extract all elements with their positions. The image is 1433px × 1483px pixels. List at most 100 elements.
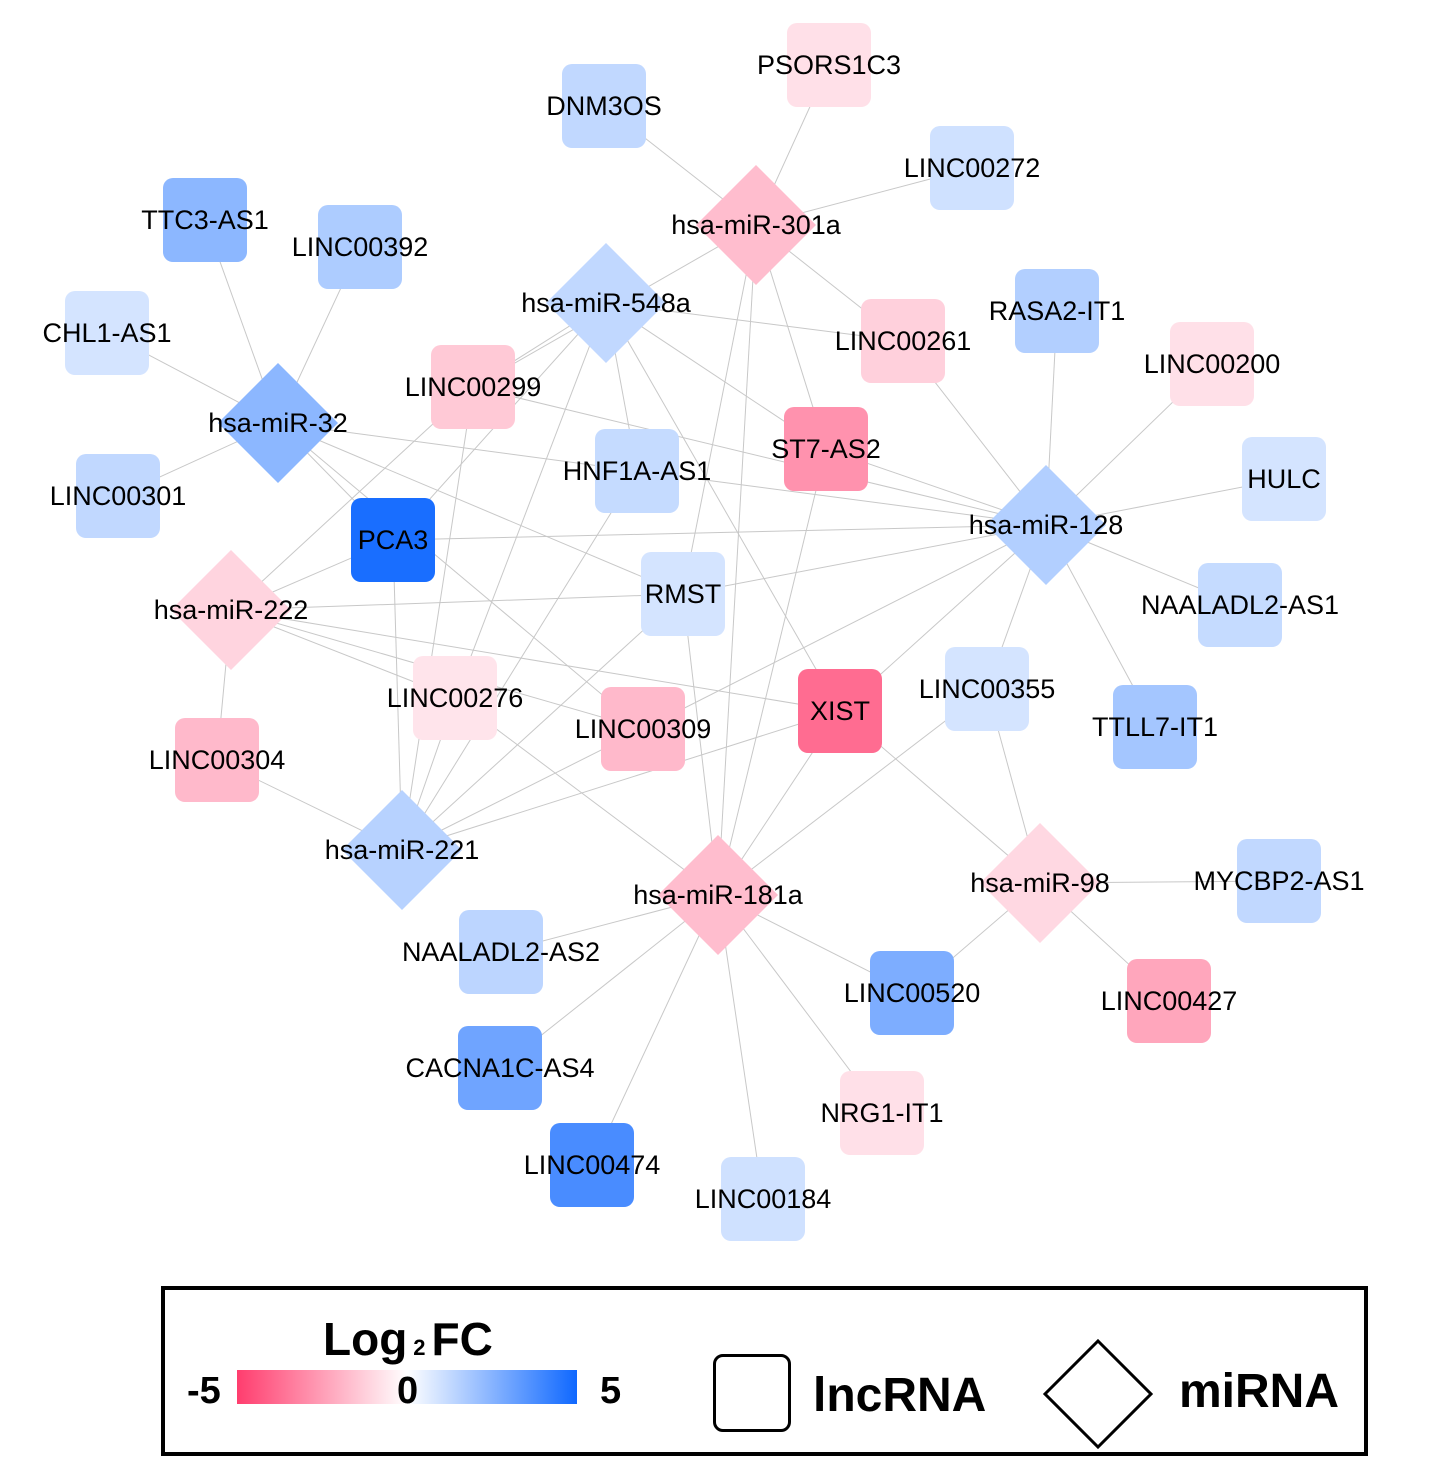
node-label: hsa-miR-221	[325, 835, 480, 865]
lncrna-shape-icon	[713, 1354, 791, 1432]
edge-hsa-miR-221-HNF1A-AS1	[401, 470, 638, 851]
lncrna-node-HULC[interactable]: HULC	[1242, 437, 1326, 521]
mirna-node-hsa-miR-222[interactable]: hsa-miR-222	[154, 550, 309, 670]
legend-lncrna-label: lncRNA	[813, 1369, 987, 1422]
lncrna-node-NAALADL2-AS2[interactable]: NAALADL2-AS2	[402, 910, 600, 994]
node-label: LINC00474	[524, 1150, 661, 1180]
node-label: LINC00520	[844, 978, 981, 1008]
mirna-diamond-shape	[342, 790, 462, 910]
lncrna-node-LINC00301[interactable]: LINC00301	[50, 454, 187, 538]
node-label: RASA2-IT1	[989, 296, 1126, 326]
lncrna-rect-shape	[431, 345, 515, 429]
lncrna-rect-shape	[601, 687, 685, 771]
lncrna-rect-shape	[595, 429, 679, 513]
node-label: TTC3-AS1	[141, 205, 269, 235]
edge-hsa-miR-128-PCA3	[392, 524, 1047, 541]
node-label: hsa-miR-222	[154, 595, 309, 625]
node-label: CHL1-AS1	[42, 318, 171, 348]
lncrna-node-LINC00200[interactable]: LINC00200	[1144, 322, 1281, 406]
node-label: CACNA1C-AS4	[405, 1053, 594, 1083]
lncrna-rect-shape	[163, 178, 247, 262]
node-label: LINC00200	[1144, 349, 1281, 379]
edge-hsa-miR-128-LINC00299	[472, 386, 1047, 526]
lncrna-rect-shape	[1242, 437, 1326, 521]
lncrna-rect-shape	[351, 498, 435, 582]
node-label: NRG1-IT1	[820, 1098, 943, 1128]
lncrna-node-LINC00299[interactable]: LINC00299	[405, 345, 542, 429]
mirna-node-hsa-miR-98[interactable]: hsa-miR-98	[970, 823, 1110, 943]
lncrna-rect-shape	[784, 407, 868, 491]
node-label: hsa-miR-128	[969, 510, 1124, 540]
mirna-node-hsa-miR-128[interactable]: hsa-miR-128	[969, 465, 1124, 585]
lncrna-rect-shape	[1170, 322, 1254, 406]
node-label: XIST	[810, 696, 870, 726]
lncrna-node-XIST[interactable]: XIST	[798, 669, 882, 753]
lncrna-node-LINC00276[interactable]: LINC00276	[387, 656, 524, 740]
node-label: HULC	[1247, 464, 1321, 494]
legend-scale-min: -5	[187, 1370, 221, 1412]
lncrna-node-LINC00309[interactable]: LINC00309	[575, 687, 712, 771]
lncrna-node-RMST[interactable]: RMST	[641, 552, 725, 636]
edge-hsa-miR-128-RMST	[682, 524, 1047, 595]
node-label: LINC00301	[50, 481, 187, 511]
lncrna-node-RASA2-IT1[interactable]: RASA2-IT1	[989, 269, 1126, 353]
lncrna-node-CHL1-AS1[interactable]: CHL1-AS1	[42, 291, 172, 375]
mirna-diamond-shape	[546, 243, 666, 363]
lncrna-rect-shape	[787, 23, 871, 107]
lncrna-node-PSORS1C3[interactable]: PSORS1C3	[757, 23, 901, 107]
lncrna-node-NAALADL2-AS1[interactable]: NAALADL2-AS1	[1141, 563, 1339, 647]
lncrna-node-TTC3-AS1[interactable]: TTC3-AS1	[141, 178, 269, 262]
lncrna-node-PCA3[interactable]: PCA3	[351, 498, 435, 582]
lncrna-rect-shape	[1237, 839, 1321, 923]
lncrna-rect-shape	[721, 1157, 805, 1241]
node-label: NAALADL2-AS1	[1141, 590, 1339, 620]
lncrna-node-LINC00520[interactable]: LINC00520	[844, 951, 981, 1035]
lncrna-node-LINC00304[interactable]: LINC00304	[149, 718, 286, 802]
node-label: RMST	[645, 579, 722, 609]
lncrna-node-MYCBP2-AS1[interactable]: MYCBP2-AS1	[1193, 839, 1365, 923]
mirna-diamond-shape	[658, 835, 778, 955]
mirna-node-hsa-miR-221[interactable]: hsa-miR-221	[325, 790, 480, 910]
lncrna-node-ST7-AS2[interactable]: ST7-AS2	[771, 407, 881, 491]
lncrna-node-HNF1A-AS1[interactable]: HNF1A-AS1	[563, 429, 712, 513]
node-label: PSORS1C3	[757, 50, 901, 80]
lncrna-node-LINC00261[interactable]: LINC00261	[835, 299, 972, 383]
lncrna-node-LINC00184[interactable]: LINC00184	[695, 1157, 832, 1241]
node-label: LINC00261	[835, 326, 972, 356]
lncrna-rect-shape	[945, 647, 1029, 731]
mirna-diamond-shape	[986, 465, 1106, 585]
node-label: ST7-AS2	[771, 434, 881, 464]
mirna-node-hsa-miR-301a[interactable]: hsa-miR-301a	[671, 165, 842, 285]
node-label: LINC00299	[405, 372, 542, 402]
lncrna-node-LINC00272[interactable]: LINC00272	[904, 126, 1041, 210]
lncrna-node-LINC00355[interactable]: LINC00355	[919, 647, 1056, 731]
lncrna-node-LINC00474[interactable]: LINC00474	[524, 1123, 661, 1207]
lncrna-rect-shape	[1127, 959, 1211, 1043]
lncrna-rect-shape	[459, 910, 543, 994]
edge-hsa-miR-181a-LINC00355	[717, 688, 988, 896]
lncrna-node-DNM3OS[interactable]: DNM3OS	[546, 64, 662, 148]
edge-hsa-miR-128-LINC00309	[642, 524, 1047, 730]
mirna-node-hsa-miR-32[interactable]: hsa-miR-32	[208, 363, 348, 483]
node-label: TTLL7-IT1	[1092, 712, 1218, 742]
lncrna-node-NRG1-IT1[interactable]: NRG1-IT1	[820, 1071, 944, 1155]
mirna-shape-icon	[1042, 1338, 1154, 1450]
mirna-node-hsa-miR-548a[interactable]: hsa-miR-548a	[521, 243, 692, 363]
lncrna-rect-shape	[1198, 563, 1282, 647]
node-label: hsa-miR-98	[970, 868, 1110, 898]
lncrna-node-TTLL7-IT1[interactable]: TTLL7-IT1	[1092, 685, 1218, 769]
edge-hsa-miR-222-XIST	[230, 609, 841, 712]
lncrna-rect-shape	[840, 1071, 924, 1155]
lncrna-rect-shape	[1015, 269, 1099, 353]
node-label: LINC00184	[695, 1184, 832, 1214]
lncrna-node-CACNA1C-AS4[interactable]: CACNA1C-AS4	[405, 1026, 595, 1110]
node-label: hsa-miR-301a	[671, 210, 842, 240]
edge-hsa-miR-221-RMST	[401, 593, 684, 851]
lncrna-node-LINC00427[interactable]: LINC00427	[1101, 959, 1238, 1043]
node-label: DNM3OS	[546, 91, 662, 121]
lncrna-node-LINC00392[interactable]: LINC00392	[292, 205, 429, 289]
mirna-node-hsa-miR-181a[interactable]: hsa-miR-181a	[633, 835, 804, 955]
mirna-diamond-shape	[171, 550, 291, 670]
